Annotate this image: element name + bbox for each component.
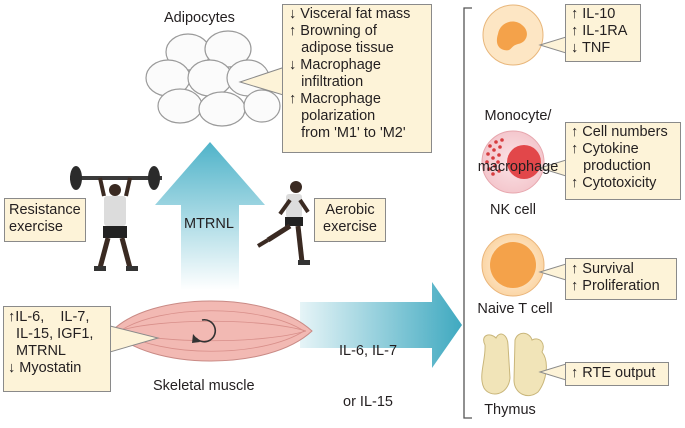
- monocyte-label-line: Monocyte/: [484, 108, 552, 124]
- resistance-label-line: Resistance: [9, 202, 81, 218]
- adipocyte-effect-line: ↑ Browning of: [289, 23, 377, 39]
- aerobic-label-line: Aerobic: [325, 202, 375, 218]
- adipocyte-effect-line: ↓ Macrophage: [289, 57, 381, 73]
- nk-effect-line: ↑ Cytokine: [571, 141, 639, 157]
- muscle-effect-line: ↓ Myostatin: [8, 360, 82, 376]
- adipocyte-effect-line: ↓ Visceral fat mass: [289, 6, 411, 22]
- nk-cell-icon: [481, 130, 545, 194]
- nk-cell-label: NK cell: [490, 202, 536, 218]
- resistance-exercise-box: Resistance exercise: [4, 198, 86, 242]
- t-cell-effects-box: ↑ Survival ↑ Proliferation: [565, 258, 677, 300]
- muscle-effect-line: MTRNL: [8, 343, 66, 359]
- t-cell-effect-line: ↑ Survival: [571, 261, 634, 277]
- adipocyte-effect-line: ↑ Macrophage: [289, 91, 381, 107]
- thymus-label: Thymus: [484, 402, 536, 418]
- muscle-effect-line: IL-15, IGF1,: [8, 326, 94, 342]
- mtrnl-up-arrow: [155, 142, 265, 290]
- resistance-label-line: exercise: [9, 219, 63, 235]
- adipocyte-effect-line: adipose tissue: [289, 40, 394, 56]
- mtrnl-arrow-label: MTRNL: [184, 216, 234, 232]
- t-cell-icon: [481, 233, 545, 297]
- nk-effect-line: production: [571, 158, 651, 174]
- skeletal-muscle-label: Skeletal muscle: [153, 378, 255, 394]
- cytokine-arrow-label: IL-6, IL-7 or IL-15: [318, 309, 418, 428]
- thymus-effect-line: ↑ RTE output: [571, 365, 656, 381]
- thymus-effects-box: ↑ RTE output: [565, 362, 669, 386]
- cytokine-arrow-label-line: or IL-15: [343, 394, 393, 410]
- muscle-effects-box: ↑IL-6, IL-7, IL-15, IGF1, MTRNL ↓ Myosta…: [3, 306, 111, 392]
- nk-effect-line: ↑ Cell numbers: [571, 124, 668, 140]
- weightlifter-icon: [70, 166, 162, 271]
- muscle-effect-line: ↑IL-6, IL-7,: [8, 309, 90, 325]
- runner-icon: [256, 181, 310, 265]
- monocyte-label-line: macrophage: [477, 159, 559, 175]
- immune-bracket: [463, 7, 472, 419]
- adipocyte-effects-box: ↓ Visceral fat mass ↑ Browning of adipos…: [282, 4, 432, 153]
- skeletal-muscle-icon: [111, 300, 313, 362]
- adipocytes-icon: [145, 30, 281, 127]
- t-cell-effect-line: ↑ Proliferation: [571, 278, 660, 294]
- nk-effect-line: ↑ Cytotoxicity: [571, 175, 657, 191]
- monocyte-effects-box: ↑ IL-10 ↑ IL-1RA ↓ TNF: [565, 4, 641, 62]
- aerobic-label-line: exercise: [323, 219, 377, 235]
- monocyte-icon: [482, 4, 544, 66]
- adipocyte-effect-line: polarization: [289, 108, 376, 124]
- monocyte-label: Monocyte/ macrophage: [470, 74, 566, 193]
- cytokine-right-arrow: [300, 282, 462, 368]
- monocyte-effect-line: ↓ TNF: [571, 40, 611, 56]
- t-cell-label: Naive T cell: [477, 301, 553, 317]
- adipocyte-effect-line: from 'M1' to 'M2': [289, 125, 406, 141]
- thymus-icon: [481, 332, 547, 396]
- adipocyte-effect-line: infiltration: [289, 74, 364, 90]
- aerobic-exercise-box: Aerobic exercise: [314, 198, 386, 242]
- cytokine-arrow-label-line: IL-6, IL-7: [338, 343, 398, 359]
- adipocytes-title: Adipocytes: [164, 10, 235, 26]
- nk-cell-effects-box: ↑ Cell numbers ↑ Cytokine production ↑ C…: [565, 122, 681, 200]
- monocyte-effect-line: ↑ IL-1RA: [571, 23, 628, 39]
- monocyte-effect-line: ↑ IL-10: [571, 6, 616, 22]
